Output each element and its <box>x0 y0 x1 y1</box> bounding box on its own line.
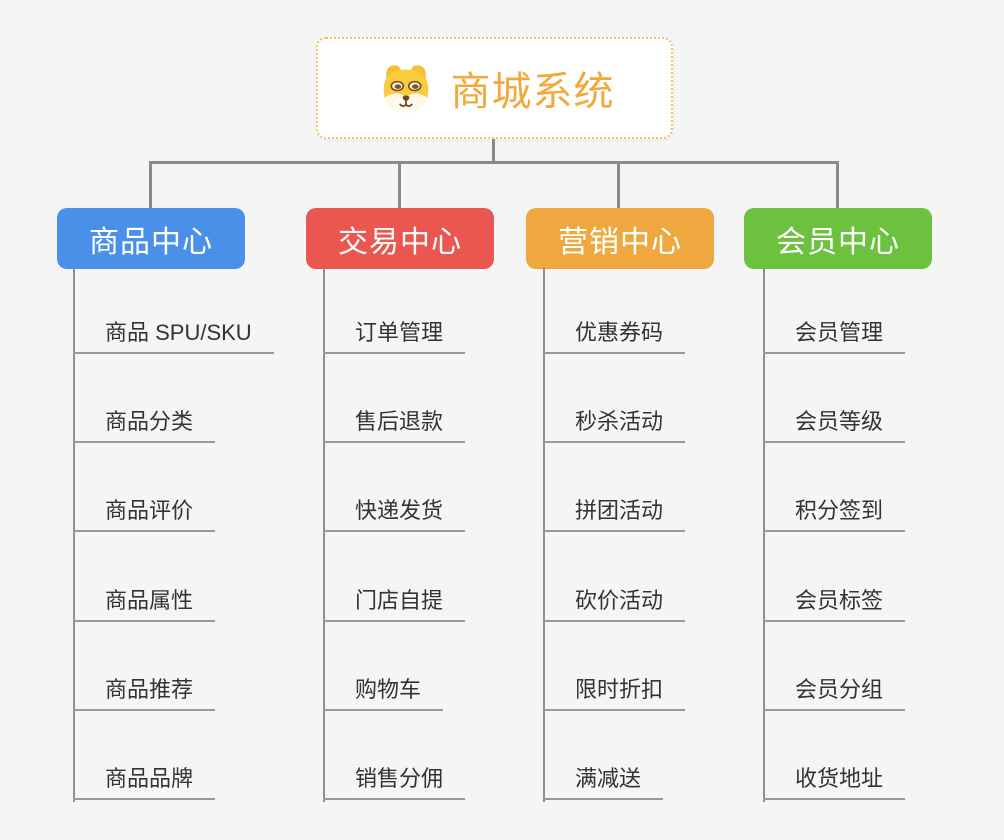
branch-node-trade-center: 交易中心 <box>306 208 494 269</box>
leaf-node: 收货地址 <box>763 764 906 800</box>
leaf-node: 商品评价 <box>73 496 216 532</box>
leaf-node: 砍价活动 <box>543 586 686 622</box>
branch-node-product-center: 商品中心 <box>57 208 245 269</box>
leaf-node: 售后退款 <box>323 407 466 443</box>
branch-column-line-product <box>73 268 75 802</box>
leaf-node: 快递发货 <box>323 496 466 532</box>
branch-column-line-trade <box>323 268 325 802</box>
leaf-node: 积分签到 <box>763 496 906 532</box>
branch-column-line-marketing <box>543 268 545 802</box>
leaf-node: 订单管理 <box>323 318 466 354</box>
root-title: 商城系统 <box>450 70 615 114</box>
leaf-node: 会员分组 <box>763 675 906 711</box>
leaf-node: 商品推荐 <box>73 675 216 711</box>
leaf-node: 会员标签 <box>763 586 906 622</box>
leaf-node: 商品 SPU/SKU <box>73 318 274 354</box>
branch-node-member-center: 会员中心 <box>744 208 932 269</box>
leaf-node: 商品品牌 <box>73 764 216 800</box>
leaf-node: 商品属性 <box>73 586 216 622</box>
leaf-node: 购物车 <box>323 675 444 711</box>
leaf-node: 限时折扣 <box>543 675 686 711</box>
leaf-node: 销售分佣 <box>323 764 466 800</box>
leaf-node: 满减送 <box>543 764 664 800</box>
leaf-node: 会员等级 <box>763 407 906 443</box>
leaf-node: 门店自提 <box>323 586 466 622</box>
connector-drop-member <box>836 161 839 209</box>
connector-drop-trade <box>398 161 401 209</box>
leaf-node: 商品分类 <box>73 407 216 443</box>
leaf-node: 秒杀活动 <box>543 407 686 443</box>
branch-column-line-member <box>763 268 765 802</box>
root-node: 商城系统 <box>316 37 673 139</box>
leaf-node: 优惠券码 <box>543 318 686 354</box>
connector-drop-product <box>149 161 152 209</box>
leaf-node: 会员管理 <box>763 318 906 354</box>
connector-root-stem <box>492 139 495 163</box>
branch-node-marketing-center: 营销中心 <box>526 208 714 269</box>
connector-horizontal-bar <box>149 161 839 164</box>
connector-drop-marketing <box>617 161 620 209</box>
shiba-dog-icon <box>383 65 428 114</box>
leaf-node: 拼团活动 <box>543 496 686 532</box>
